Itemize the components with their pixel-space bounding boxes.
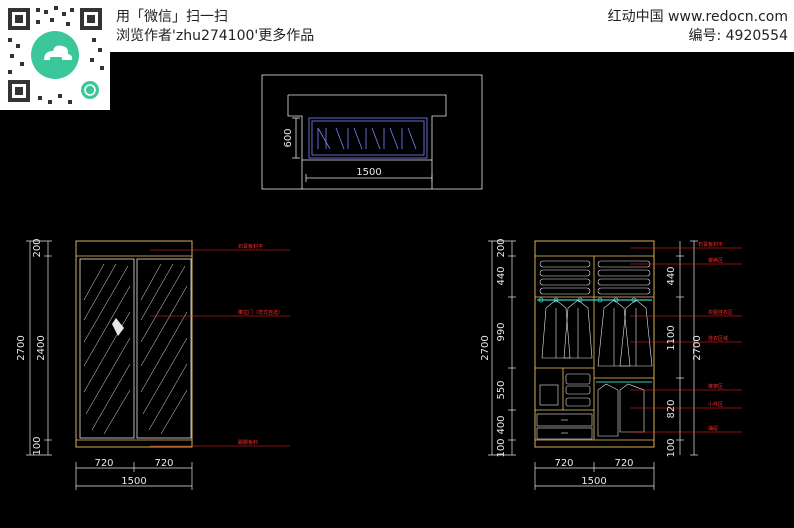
- front-base-height: 100: [32, 436, 43, 455]
- front-elevation: [26, 240, 290, 490]
- interior-drawer-height: 400: [496, 415, 507, 434]
- interior-right-total: 2700: [692, 335, 703, 360]
- interior-hang-height: 990: [496, 322, 507, 341]
- interior-callout-bedding: 被褥区: [708, 257, 723, 264]
- interior-right-long: 1100: [666, 325, 677, 350]
- header-bar: [0, 0, 794, 52]
- interior-callout-drawer: 抽屉: [708, 425, 718, 432]
- plan-view: [261, 74, 483, 190]
- interior-elevation: [488, 240, 742, 490]
- interior-left-width: 720: [554, 458, 573, 469]
- interior-callout-hanging: 衣服挂衣区: [708, 309, 733, 316]
- interior-top-height: 200: [496, 238, 507, 257]
- site-label[interactable]: 红动中国 www.redocn.com: [607, 9, 788, 25]
- front-top-height: 200: [32, 238, 43, 257]
- interior-callout-hang-area: 挂衣区域: [708, 335, 728, 342]
- interior-right-shelf: 440: [666, 266, 677, 285]
- front-right-width: 720: [154, 458, 173, 469]
- plan-depth-label: 600: [283, 128, 294, 147]
- interior-callout-small: 小件区: [708, 401, 723, 408]
- front-total-height: 2700: [16, 335, 27, 360]
- interior-callout-ceiling: 石膏板封平: [698, 241, 723, 248]
- front-total-width: 1500: [121, 476, 146, 487]
- interior-right-base: 100: [666, 438, 677, 457]
- interior-right-short: 820: [666, 399, 677, 418]
- author-link[interactable]: 浏览作者'zhu274100'更多作品: [116, 28, 315, 44]
- qr-code[interactable]: [0, 0, 110, 110]
- front-door-height: 2400: [36, 335, 47, 360]
- qr-code-graphic: [0, 0, 110, 110]
- interior-mid-height: 550: [496, 380, 507, 399]
- item-code: 编号: 4920554: [688, 28, 788, 44]
- front-callout-door: 推拉门（样式自选）: [238, 309, 283, 316]
- front-callout-skirting: 踢脚板料: [238, 439, 258, 446]
- interior-total-width: 1500: [581, 476, 606, 487]
- front-left-width: 720: [94, 458, 113, 469]
- front-callout-ceiling: 石膏板封平: [238, 243, 263, 250]
- interior-total-height: 2700: [480, 335, 491, 360]
- plan-width-label: 1500: [356, 167, 381, 178]
- interior-shelf-height: 440: [496, 266, 507, 285]
- interior-base-height: 100: [496, 438, 507, 457]
- scan-prompt: 用「微信」扫一扫: [116, 9, 228, 25]
- interior-callout-trousers: 裤架区: [708, 383, 723, 390]
- interior-right-width: 720: [614, 458, 633, 469]
